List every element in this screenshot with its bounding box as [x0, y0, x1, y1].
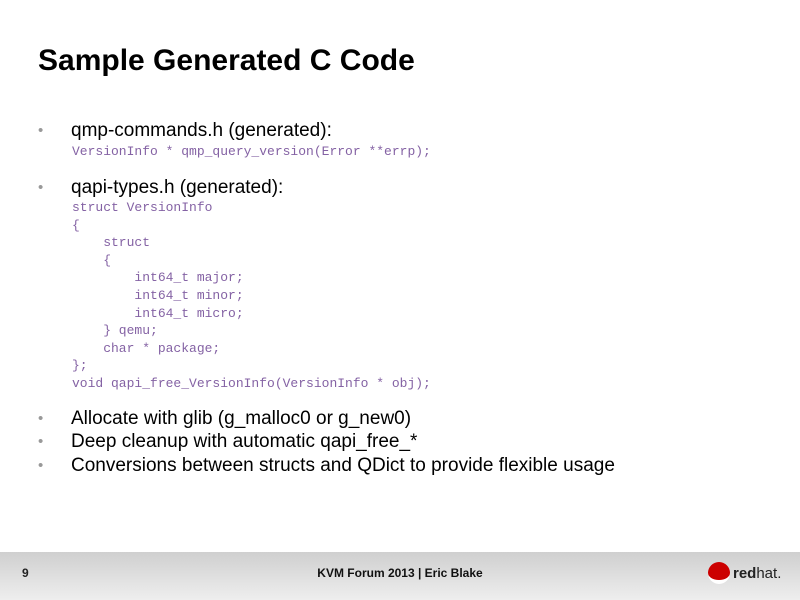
bullet-text: Conversions between structs and QDict to…	[71, 455, 615, 476]
bullet-item: • Deep cleanup with automatic qapi_free_*	[38, 431, 418, 453]
bullet-icon: •	[38, 122, 44, 139]
redhat-logo: redhat.	[708, 562, 781, 584]
bullet-text: Deep cleanup with automatic qapi_free_*	[71, 431, 418, 452]
bullet-item: • Allocate with glib (g_malloc0 or g_new0…	[38, 408, 412, 430]
shadowman-icon	[708, 562, 730, 584]
bullet-item: • qmp-commands.h (generated):	[38, 120, 332, 142]
bullet-text: qmp-commands.h (generated):	[71, 120, 332, 141]
bullet-icon: •	[38, 410, 44, 427]
bullet-text: qapi-types.h (generated):	[71, 177, 284, 198]
bullet-item: • Conversions between structs and QDict t…	[38, 455, 615, 477]
bullet-icon: •	[38, 457, 44, 474]
logo-text: redhat.	[733, 564, 782, 582]
code-block: struct VersionInfo { struct { int64_t ma…	[72, 200, 431, 391]
page-number: 9	[22, 566, 29, 580]
bullet-icon: •	[38, 433, 44, 450]
slide-title: Sample Generated C Code	[38, 44, 415, 77]
bullet-text: Allocate with glib (g_malloc0 or g_new0)	[71, 408, 412, 429]
footer: 9 KVM Forum 2013 | Eric Blake redhat.	[0, 552, 800, 600]
footer-text: KVM Forum 2013 | Eric Blake	[317, 566, 483, 580]
bullet-item: • qapi-types.h (generated):	[38, 177, 284, 199]
code-block: VersionInfo * qmp_query_version(Error **…	[72, 144, 431, 159]
bullet-icon: •	[38, 179, 44, 196]
